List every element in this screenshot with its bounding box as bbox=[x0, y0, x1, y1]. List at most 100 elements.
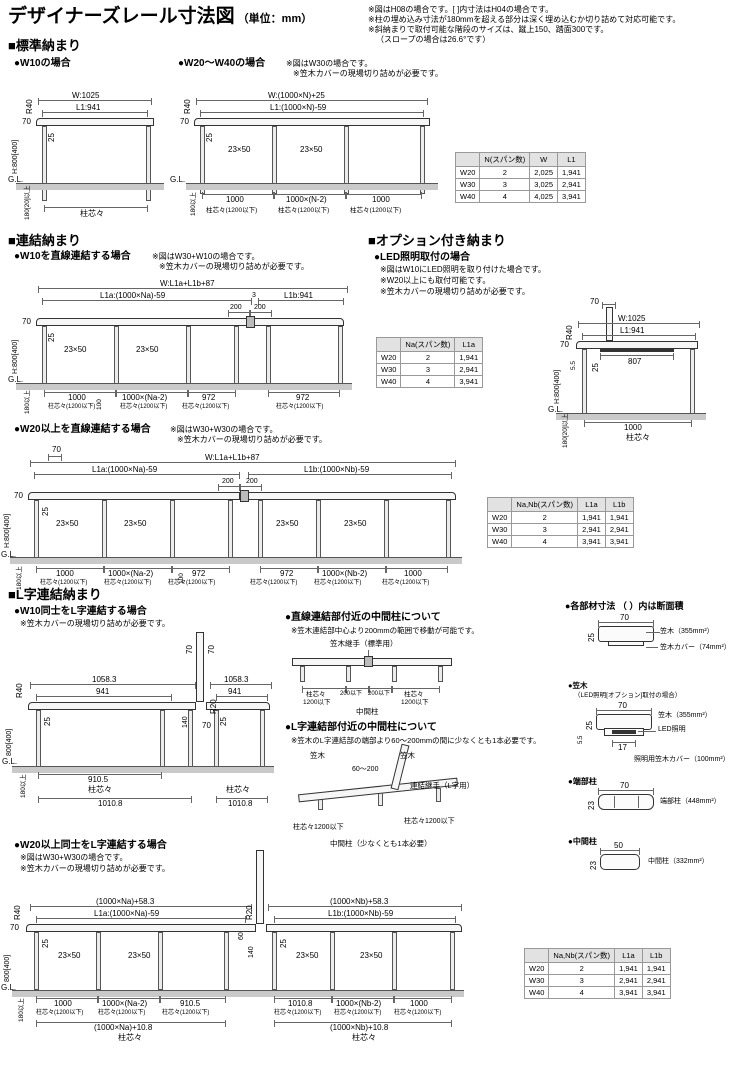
post bbox=[258, 500, 263, 560]
table-header-cell: L1a bbox=[614, 948, 643, 963]
post bbox=[316, 500, 321, 560]
dim-line bbox=[30, 460, 456, 467]
gl-label: G.L. bbox=[548, 405, 564, 414]
dim-label: 23×50 bbox=[276, 519, 299, 528]
post bbox=[96, 932, 101, 990]
part-label: 笠木（355mm²） bbox=[660, 628, 714, 635]
dim-label: 23×50 bbox=[296, 951, 319, 960]
table-header-cell: L1b bbox=[641, 948, 671, 963]
dim-label: 140 bbox=[182, 716, 189, 728]
post bbox=[224, 932, 229, 990]
dim-line bbox=[302, 686, 346, 693]
dim-label: 柱芯々1200以下 bbox=[293, 824, 344, 831]
dim-label: 23 bbox=[589, 861, 598, 870]
rail bbox=[266, 924, 462, 932]
dim-label: 5.5 bbox=[578, 735, 584, 744]
table-cell: W40 bbox=[486, 535, 513, 548]
table-header-cell: Na(スパン数) bbox=[400, 337, 456, 352]
dim-label: 25 bbox=[205, 133, 214, 142]
dim-label: 1000 bbox=[56, 569, 74, 578]
dim-line bbox=[36, 996, 98, 1003]
table-cell: W30 bbox=[375, 363, 402, 376]
dim-line bbox=[268, 904, 462, 911]
part-label: 笠木 bbox=[310, 751, 325, 760]
dim-label: 23×50 bbox=[300, 145, 323, 154]
dim-label: R40 bbox=[13, 905, 22, 920]
dim-label: L1b:(1000×Nb)-59 bbox=[328, 909, 394, 918]
dim-line bbox=[274, 192, 346, 199]
dim-label: 25 bbox=[43, 717, 52, 726]
note-line: ※図はH08の場合です。[ ]内寸法はH04の場合です。 bbox=[368, 5, 554, 14]
gl-label: G.L. bbox=[8, 375, 24, 384]
dim-label: 柱芯々(1200以下) bbox=[382, 580, 430, 586]
dim-line bbox=[38, 286, 348, 293]
dim-line bbox=[260, 566, 318, 573]
diagram-title: ●W20～W40の場合 bbox=[178, 58, 266, 69]
post bbox=[260, 710, 265, 770]
diagram-title: ●LED照明取付の場合 bbox=[374, 252, 471, 263]
dim-label: L1a:(1000×Na)-59 bbox=[94, 909, 160, 918]
dim-label: 807 bbox=[628, 357, 642, 366]
post bbox=[690, 349, 695, 415]
dim-label: 23×50 bbox=[124, 519, 147, 528]
note-line: （スロープの場合は26.6°です） bbox=[376, 35, 491, 44]
table-cell: W30 bbox=[454, 178, 481, 191]
dim-label: 柱芯々1200以下 bbox=[404, 818, 455, 825]
dim-label: 1000 bbox=[624, 423, 642, 432]
dim-line bbox=[228, 310, 250, 317]
dim-label: (1000×Na)+10.8 bbox=[94, 1023, 153, 1032]
dim-label: 972 bbox=[192, 569, 206, 578]
dim-line bbox=[216, 694, 268, 701]
dim-line bbox=[30, 904, 252, 911]
dim-line bbox=[36, 566, 104, 573]
table-header-cell bbox=[523, 948, 550, 963]
post bbox=[266, 326, 271, 388]
dim-label: 140 bbox=[248, 946, 255, 958]
title-text: デザイナーズレール寸法図 bbox=[8, 6, 235, 27]
table-cell: W20 bbox=[523, 962, 550, 975]
dim-label: 70 bbox=[207, 645, 216, 654]
dim-label: L1:941 bbox=[620, 326, 645, 335]
dim-label: 25 bbox=[41, 939, 50, 948]
dim-line bbox=[600, 353, 674, 360]
ground-line bbox=[12, 990, 464, 997]
dim-label: 70 bbox=[620, 781, 629, 790]
table-cell: 1,941 bbox=[557, 166, 586, 179]
dim-label: 1000×(Nb-2) bbox=[336, 999, 382, 1008]
dim-line bbox=[36, 916, 246, 923]
dim-label: 60 bbox=[238, 932, 245, 940]
dim-label: W:1025 bbox=[618, 314, 646, 323]
dim-label: 180[20]以上 bbox=[24, 185, 31, 220]
dim-label: 70 bbox=[185, 645, 194, 654]
post bbox=[160, 710, 165, 770]
gl-label: G.L. bbox=[2, 757, 18, 766]
table-cell: 3 bbox=[511, 523, 579, 536]
table-cell: 3,941 bbox=[577, 535, 606, 548]
ground-line bbox=[10, 557, 462, 564]
table-cell: 2,941 bbox=[454, 363, 484, 376]
dim-label: 70 bbox=[590, 297, 599, 306]
dim-label: 1000×(Na-2) bbox=[122, 393, 168, 402]
dim-line bbox=[200, 110, 424, 117]
dim-label: R40 bbox=[15, 683, 24, 698]
table-header-cell: Na,Nb(スパン数) bbox=[548, 948, 616, 963]
dim-label: R20 bbox=[209, 699, 218, 714]
note-line: ※斜納まりで取付可能な階段のサイズは、蹴上150、踏面300です。 bbox=[368, 25, 609, 34]
table-header-cell bbox=[486, 497, 513, 512]
dim-line bbox=[248, 472, 452, 479]
dim-line bbox=[188, 390, 236, 397]
dim-label: L1:941 bbox=[76, 103, 101, 112]
dim-label: 1000×(N-2) bbox=[286, 195, 327, 204]
dim-line bbox=[318, 566, 386, 573]
dim-label: 柱芯々(1200以下) bbox=[182, 404, 230, 410]
dim-label: 1010.8 bbox=[228, 799, 253, 808]
dim-line bbox=[582, 333, 696, 340]
post bbox=[102, 500, 107, 560]
dim-label: 25 bbox=[279, 939, 288, 948]
dim-label: 1010.8 bbox=[288, 999, 313, 1008]
dim-label: W:L1a+L1b+87 bbox=[205, 453, 260, 462]
diagram-note: ※図はW30+W30の場合です。 bbox=[170, 425, 278, 434]
table-cell: 2 bbox=[479, 166, 531, 179]
dim-label: L1b:(1000×Nb)-59 bbox=[304, 465, 370, 474]
part-label: 中間柱（332mm²） bbox=[648, 858, 709, 865]
